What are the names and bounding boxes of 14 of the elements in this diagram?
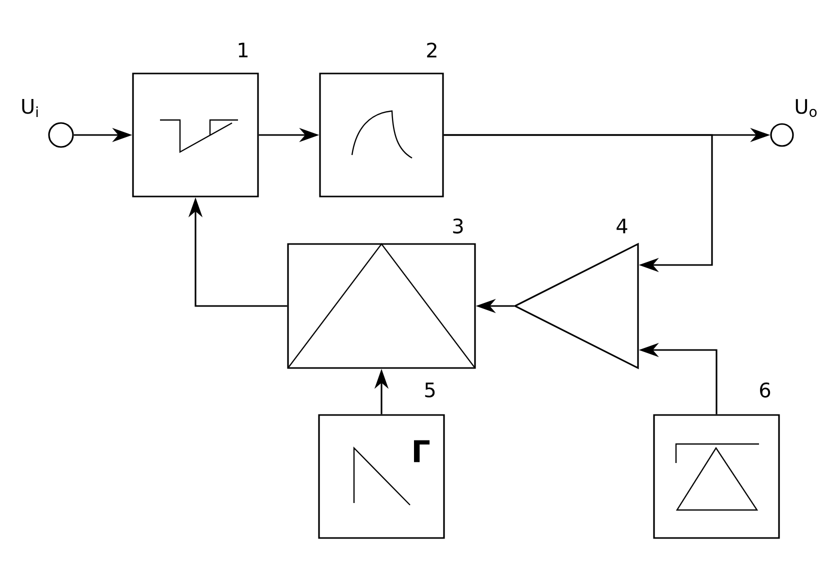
node-label: 4 (616, 218, 628, 234)
node-label: 6 (760, 382, 770, 398)
comparator-box: 3 (287, 218, 476, 369)
node-label: U$_{i}$ (22, 98, 38, 118)
node-label: 1 (238, 42, 248, 58)
ramp-generator-box: Γ 5 (318, 382, 445, 539)
pulse-shaper-box: 2 (319, 42, 444, 198)
reference-box: 6 (653, 382, 780, 539)
node-label: 3 (453, 218, 463, 234)
node-label: 5 (425, 382, 435, 398)
arrow (444, 134, 713, 272)
node-label: 2 (427, 42, 436, 58)
limiter-box: 1 (132, 42, 259, 198)
node-label: U$_{o}$ (796, 99, 817, 117)
